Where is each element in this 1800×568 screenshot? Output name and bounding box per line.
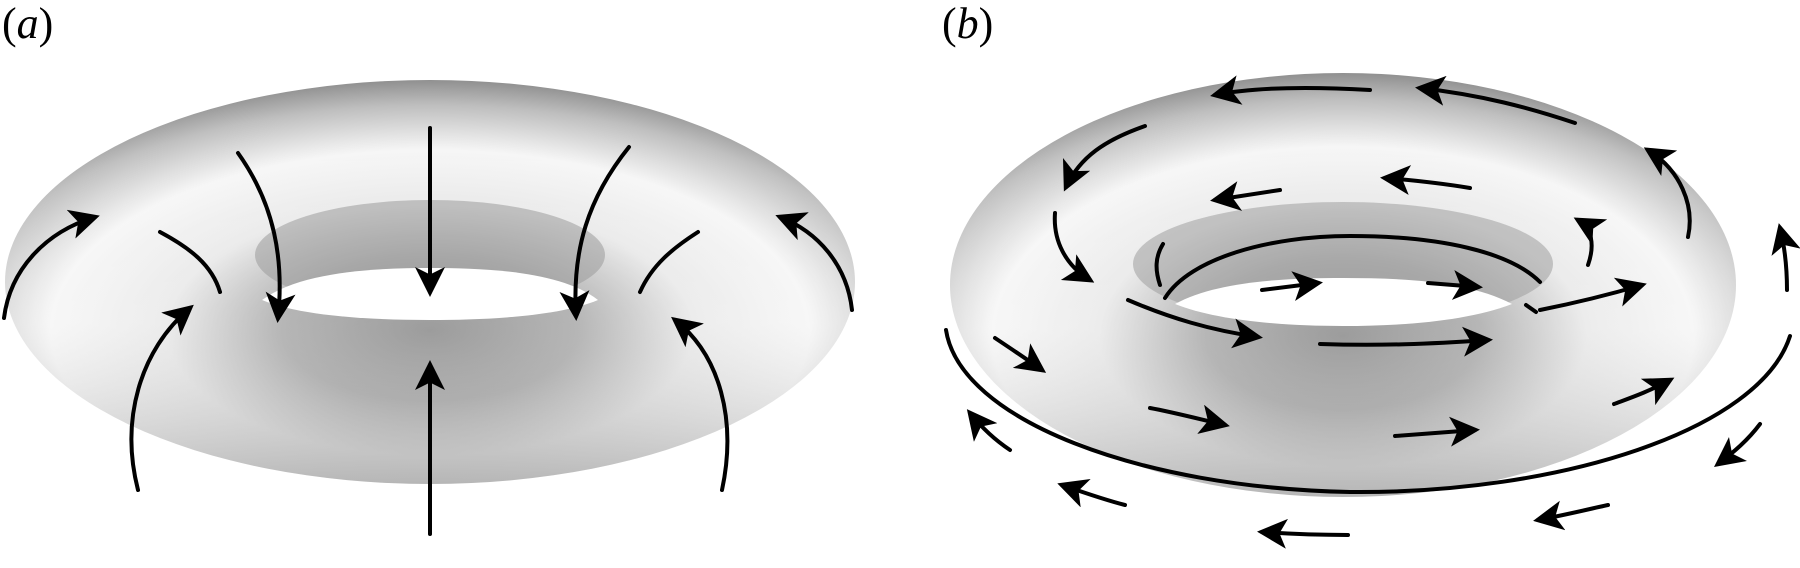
arrow-b-mid-3 [1612,377,1675,406]
arrow-a-left-mid [158,230,222,294]
arrow-b-inner-top-2 [1210,181,1282,211]
arrow-b-hole-1 [1260,271,1323,301]
arrow-b-mid-2 [1393,416,1480,447]
arrow-b-bottom-1 [1057,479,1127,508]
arrow-a-far-right [775,212,854,312]
ring-b-around-hole [1163,233,1542,300]
arrow-b-mid-1 [1148,404,1230,434]
arrow-a-right-bottom [671,316,730,492]
vector-field-a [2,126,854,536]
panel-label-a: (a) [2,0,54,48]
ring-b-left-stub [1154,242,1165,287]
arrow-b-hole-4 [1126,298,1263,349]
vector-field-b [944,75,1800,549]
torus-b-hole [1175,278,1512,326]
equator-b [944,328,1792,495]
arrow-b-right-inner [1573,217,1608,267]
arrow-b-outer-right [1643,147,1692,239]
arrow-b-outer-top-1 [1210,75,1372,105]
arrow-b-hole-bottom [1318,326,1493,357]
arrow-a-far-left [2,209,100,320]
arrow-b-far-right [1771,223,1800,292]
arrow-a-left-bottom [129,304,194,492]
arrow-b-mid-left [993,336,1047,373]
torus-b [950,73,1736,497]
arrow-a-right-top [559,145,631,321]
arrow-b-hole-2 [1426,270,1483,300]
arrow-b-hole-3 [1538,277,1647,312]
arrow-b-bottom-2 [1257,518,1350,549]
arrow-a-right-mid [638,230,700,294]
arrow-b-equator-left [966,409,1012,452]
ring-b-right-stub [1524,303,1538,314]
arrow-b-inner-top-1 [1380,165,1472,195]
panel-label-b: (b) [942,0,994,48]
arrow-a-left-top [236,151,296,323]
arrow-b-equator-right [1714,422,1762,468]
arrow-b-outer-left [1062,124,1147,192]
arrow-b-bottom-3 [1533,500,1610,531]
arrow-b-left-inner [1052,211,1095,283]
arrow-b-outer-top-2 [1415,75,1577,125]
